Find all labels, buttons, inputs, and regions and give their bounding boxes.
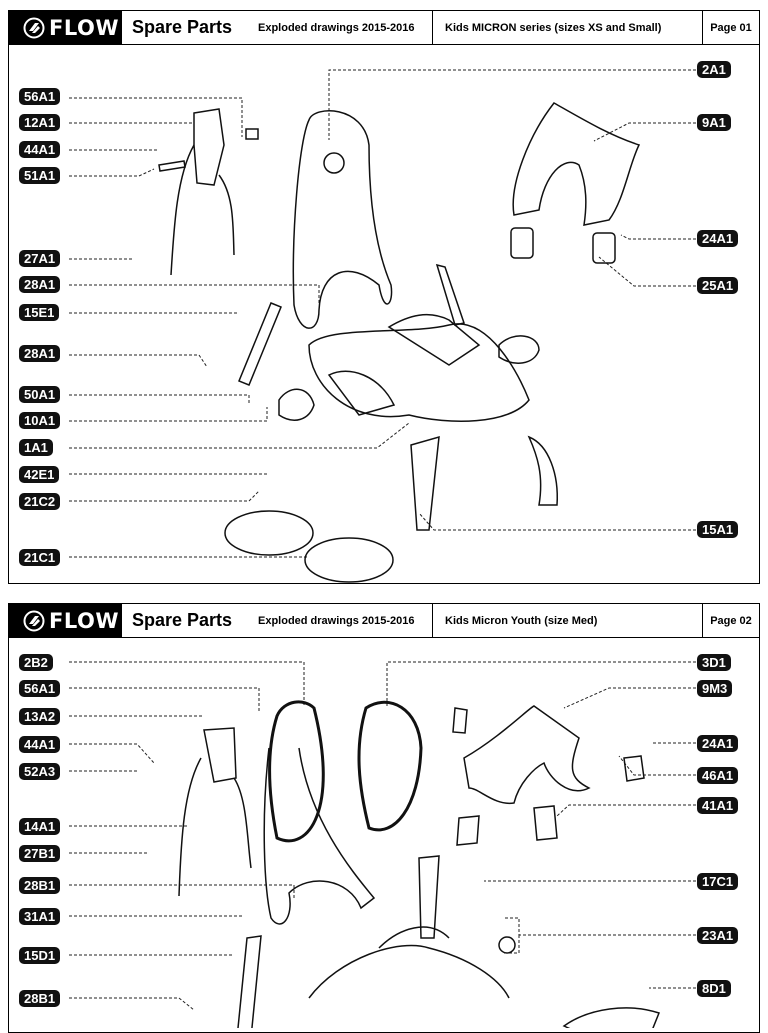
callout-50a1: 50A1: [19, 386, 61, 403]
callout-8d1: 8D1: [697, 980, 731, 997]
callout-10a1: 10A1: [19, 412, 61, 429]
callout-15e1: 15E1: [19, 304, 60, 321]
page-subtitle: Exploded drawings 2015-2016: [255, 604, 433, 637]
sheet-header: FLOW Spare Parts Exploded drawings 2015-…: [9, 11, 759, 45]
callout-21c2: 21C2: [19, 493, 61, 510]
callout-31a1: 31A1: [19, 908, 61, 925]
flow-logo-icon: [23, 17, 45, 38]
callout-28b1: 28B1: [19, 877, 61, 894]
callout-27a1: 27A1: [19, 250, 61, 267]
callout-3d1: 3D1: [697, 654, 731, 671]
callout-46a1: 46A1: [697, 767, 739, 784]
callout-1a1: 1A1: [19, 439, 53, 456]
flow-logo: FLOW: [9, 11, 122, 44]
exploded-drawing: [69, 69, 696, 583]
page-number: Page 02: [710, 614, 752, 627]
product-series: Kids MICRON series (sizes XS and Small): [433, 11, 703, 44]
callout-24a1: 24A1: [697, 230, 739, 247]
sheet-header: FLOW Spare Parts Exploded drawings 2015-…: [9, 604, 759, 638]
callout-44a1: 44A1: [19, 736, 61, 753]
callout-12a1: 12A1: [19, 114, 61, 131]
callout-51a1: 51A1: [19, 167, 61, 184]
callout-2a1: 2A1: [697, 61, 731, 78]
callout-56a1: 56A1: [19, 680, 61, 697]
callout-23a1: 23A1: [697, 927, 739, 944]
callout-2b2: 2B2: [19, 654, 53, 671]
callout-14a1: 14A1: [19, 818, 61, 835]
page-number: Page 01: [710, 21, 752, 34]
parts-sheet-page-02: FLOW Spare Parts Exploded drawings 2015-…: [8, 603, 760, 1033]
callout-56a1: 56A1: [19, 88, 61, 105]
callout-52a3: 52A3: [19, 763, 61, 780]
logo-text: FLOW: [49, 608, 119, 633]
callout-41a1: 41A1: [697, 797, 739, 814]
callout-15d1: 15D1: [19, 947, 61, 964]
part-outlines: [158, 102, 641, 583]
exploded-drawing: [69, 661, 696, 1028]
callout-44a1: 44A1: [19, 141, 61, 158]
callout-15a1: 15A1: [697, 521, 739, 538]
part-outlines: [178, 700, 660, 1028]
callout-21c1: 21C1: [19, 549, 61, 566]
callout-25a1: 25A1: [697, 277, 739, 294]
logo-text: FLOW: [49, 15, 119, 40]
callout-27b1: 27B1: [19, 845, 61, 862]
page-subtitle: Exploded drawings 2015-2016: [255, 11, 433, 44]
parts-sheet-page-01: FLOW Spare Parts Exploded drawings 2015-…: [8, 10, 760, 584]
product-series: Kids Micron Youth (size Med): [433, 604, 703, 637]
callout-28b1-b: 28B1: [19, 990, 61, 1007]
leader-lines: [69, 661, 696, 1011]
callout-28a1: 28A1: [19, 276, 61, 293]
callout-9a1: 9A1: [697, 114, 731, 131]
leader-lines: [69, 69, 696, 558]
flow-logo: FLOW: [9, 604, 122, 637]
callout-9m3: 9M3: [697, 680, 733, 697]
callout-42e1: 42E1: [19, 466, 60, 483]
page-title: Spare Parts: [132, 610, 233, 630]
callout-17c1: 17C1: [697, 873, 739, 890]
callout-28a1-b: 28A1: [19, 345, 61, 362]
callout-24a1: 24A1: [697, 735, 739, 752]
callout-13a2: 13A2: [19, 708, 61, 725]
flow-logo-icon: [23, 610, 45, 631]
page-title: Spare Parts: [132, 17, 233, 37]
